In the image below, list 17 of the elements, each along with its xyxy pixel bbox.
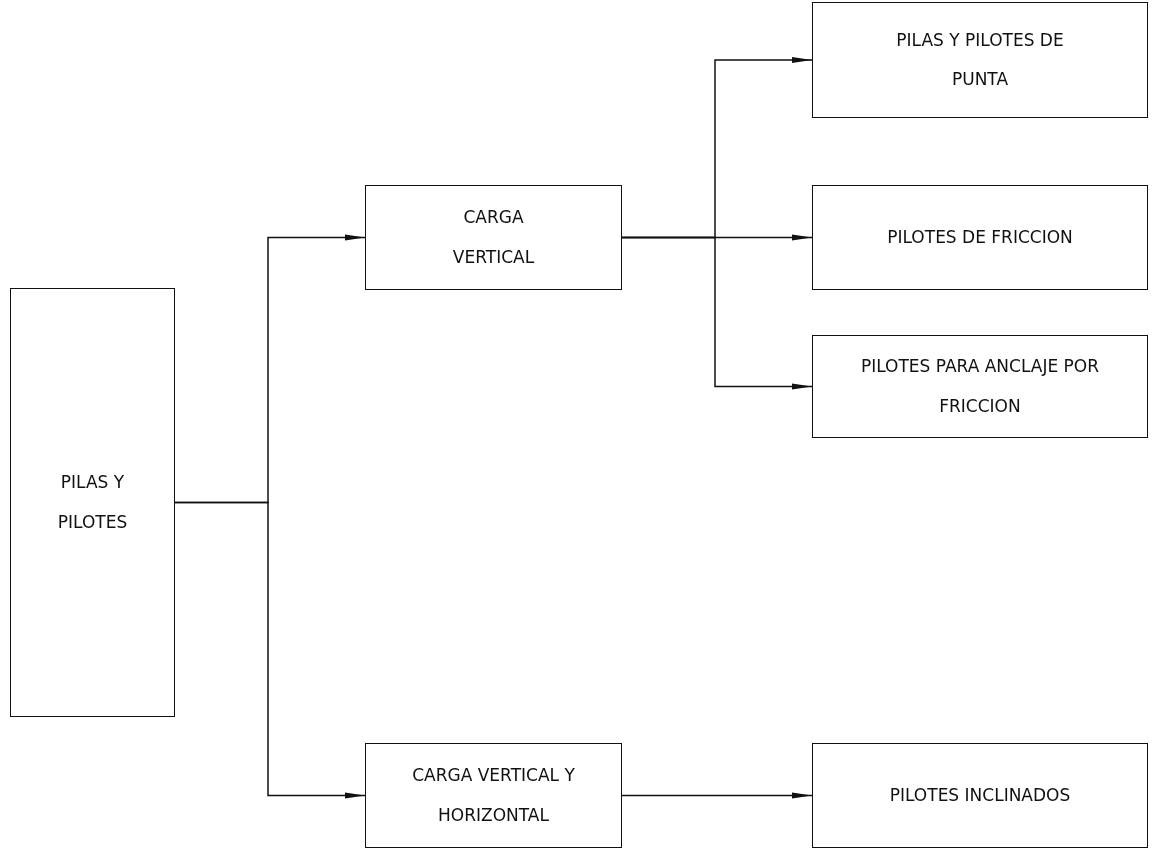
- process-box: [812, 2, 1148, 118]
- box-label: PILOTES INCLINADOS: [889, 783, 1071, 807]
- arrow: [174, 501, 366, 799]
- arrow: [621, 236, 813, 390]
- box-label: PILOTES PARA ANCLAJE POR FRICCION: [859, 355, 1101, 418]
- box-label: CARGA VERTICAL: [452, 206, 535, 269]
- process-box: [10, 288, 175, 717]
- box-label: CARGA VERTICAL Y HORIZONTAL: [411, 764, 576, 827]
- process-box: [365, 743, 622, 848]
- process-box: [812, 743, 1148, 848]
- box-label: PILAS Y PILOTES DE PUNTA: [895, 28, 1065, 91]
- process-box: [812, 335, 1148, 438]
- arrow: [621, 792, 813, 799]
- process-box: [365, 185, 622, 290]
- process-box: [812, 185, 1148, 290]
- box-label: PILAS Y PILOTES: [57, 471, 128, 534]
- box-label: PILOTES DE FRICCION: [887, 225, 1073, 249]
